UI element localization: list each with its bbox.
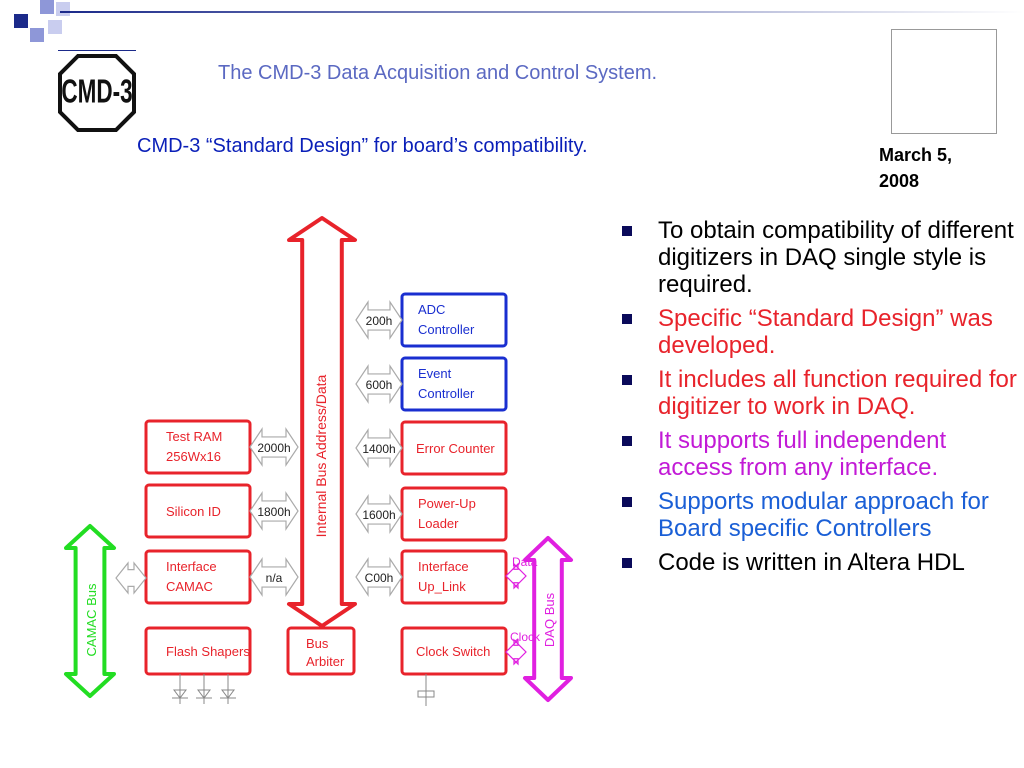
left-block-label: Test RAM: [166, 429, 222, 444]
right-block-label: Up_Link: [418, 579, 466, 594]
header-rule: [60, 11, 1024, 13]
right-block-label: Clock Switch: [416, 644, 490, 659]
data-link-arrow: [505, 562, 527, 590]
bullet-list: To obtain compatibility of different dig…: [620, 217, 1020, 583]
address-label: 600h: [366, 378, 393, 392]
right-block-label: Interface: [418, 559, 469, 574]
internal-bus-arrow: [287, 216, 357, 628]
right-block-label: Controller: [418, 386, 475, 401]
address-arrow: [355, 300, 403, 340]
address-label: n/a: [266, 571, 283, 585]
right-block: [400, 626, 508, 676]
right-block-label: Event: [418, 366, 452, 381]
bullet-square-icon: [622, 375, 632, 385]
bus-arbiter-label: Arbiter: [306, 654, 345, 669]
address-label: C00h: [365, 571, 394, 585]
right-block-label: Power-Up: [418, 496, 476, 511]
left-block-label: Interface: [166, 559, 217, 574]
thumbnail-placeholder: [891, 29, 997, 134]
right-block-label: Loader: [418, 516, 459, 531]
bullet-text: It includes all function required for di…: [658, 366, 1017, 420]
bullet-item: To obtain compatibility of different dig…: [620, 217, 1020, 298]
bullet-item: It includes all function required for di…: [620, 366, 1020, 420]
crystal-icon: [417, 690, 435, 698]
camac-link-arrow: [115, 561, 147, 595]
address-label: 1400h: [362, 442, 395, 456]
cmd3-logo: CMD-3: [58, 54, 136, 132]
bullet-item: Specific “Standard Design” was developed…: [620, 305, 1020, 359]
bullet-square-icon: [622, 436, 632, 446]
address-arrow: [249, 491, 299, 531]
daq-bus-label: DAQ Bus: [542, 592, 557, 647]
bullet-text: Specific “Standard Design” was developed…: [658, 305, 993, 359]
address-arrow: [249, 427, 299, 467]
address-arrow: [355, 494, 403, 534]
led-icon: [197, 689, 211, 699]
right-block-label: ADC: [418, 302, 445, 317]
corner-decoration: [14, 0, 136, 51]
address-arrow: [249, 557, 299, 597]
bullet-item: Supports modular approach for Board spec…: [620, 488, 1020, 542]
left-block-label: Silicon ID: [166, 504, 221, 519]
logo-text: CMD-3: [61, 72, 132, 109]
address-arrow: [355, 428, 403, 468]
data-label: Data: [512, 555, 538, 569]
bullet-item: Code is written in Altera HDL: [620, 549, 1020, 576]
bullet-text: It supports full independent access from…: [658, 427, 947, 481]
address-label: 1800h: [257, 505, 290, 519]
bus-arbiter-block: [286, 626, 356, 676]
address-label: 2000h: [257, 441, 290, 455]
address-arrow: [355, 364, 403, 404]
bullet-square-icon: [622, 314, 632, 324]
left-block-label: CAMAC: [166, 579, 213, 594]
page-title: The CMD-3 Data Acquisition and Control S…: [218, 62, 658, 84]
address-arrow: [355, 557, 403, 597]
led-icon: [173, 689, 187, 699]
clock-link-arrow: [505, 638, 527, 666]
bullet-text: Code is written in Altera HDL: [658, 549, 965, 576]
bus-arbiter-label: Bus: [306, 636, 329, 651]
left-block-label: Flash Shapers: [166, 644, 250, 659]
bullet-text: Supports modular approach for Board spec…: [658, 488, 989, 542]
bullet-square-icon: [622, 497, 632, 507]
camac-bus-label: CAMAC Bus: [84, 583, 99, 656]
daq-bus-arrow: [523, 536, 573, 702]
left-block-label: 256Wx16: [166, 449, 221, 464]
left-block: [144, 626, 252, 676]
right-block-label: Error Counter: [416, 441, 495, 456]
camac-bus-arrow: [64, 524, 116, 698]
bullet-square-icon: [622, 558, 632, 568]
led-icon: [221, 689, 235, 699]
address-label: 1600h: [362, 508, 395, 522]
bullet-square-icon: [622, 226, 632, 236]
bullet-text: To obtain compatibility of different dig…: [658, 217, 1014, 298]
internal-bus-label: Internal Bus Address/Data: [313, 374, 329, 537]
slide-subtitle: CMD-3 “Standard Design” for board’s comp…: [137, 135, 588, 157]
clock-label: Clock: [510, 630, 541, 644]
bullet-item: It supports full independent access from…: [620, 427, 1020, 481]
right-block-label: Controller: [418, 322, 475, 337]
slide-date: March 5, 2008: [879, 145, 953, 191]
address-label: 200h: [366, 314, 393, 328]
